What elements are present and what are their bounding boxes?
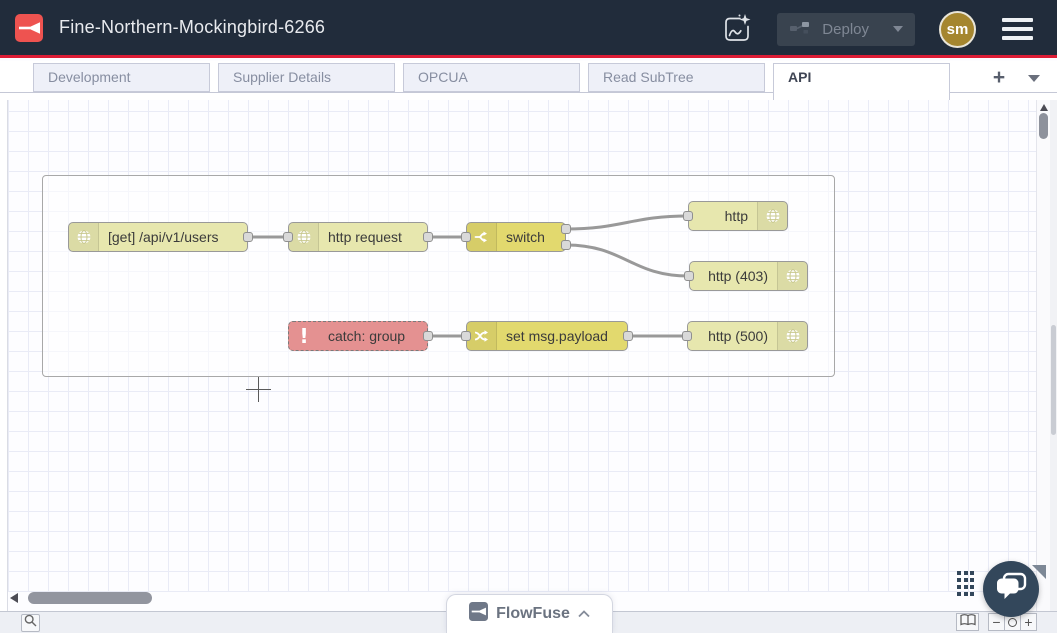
vertical-scrollbar[interactable] (1036, 100, 1050, 611)
zoom-in-button[interactable]: + (1020, 613, 1037, 631)
globe-icon (757, 202, 787, 230)
tab-read-subtree[interactable]: Read SubTree (588, 63, 765, 92)
node-label: http (403) (708, 268, 768, 284)
output-port[interactable] (561, 240, 571, 250)
deploy-button-label: Deploy (822, 20, 869, 38)
node-label: catch: group (328, 328, 406, 344)
map-icon (959, 613, 976, 631)
tabbar-baseline (0, 92, 1057, 93)
input-port[interactable] (461, 331, 471, 341)
scroll-up-icon[interactable] (1040, 104, 1048, 111)
chat-drag-handle[interactable] (957, 571, 974, 602)
flowfuse-logo-gray-icon (469, 602, 489, 626)
input-port[interactable] (283, 232, 293, 242)
fork-icon (467, 223, 497, 251)
flowfuse-pill-label: FlowFuse (496, 605, 570, 622)
search-button[interactable] (21, 614, 40, 632)
tab-supplier-details[interactable]: Supplier Details (218, 63, 395, 92)
chat-widget-button[interactable] (983, 561, 1039, 617)
output-port[interactable] (423, 331, 433, 341)
header-bar: Fine-Northern-Mockingbird-6266 (0, 0, 1057, 58)
tab-development[interactable]: Development (33, 63, 210, 92)
vertical-scrollbar-thumb[interactable] (1039, 113, 1048, 139)
navigator-button[interactable] (956, 613, 979, 631)
shuffle-icon (467, 322, 497, 350)
output-port[interactable] (623, 331, 633, 341)
instance-title: Fine-Northern-Mockingbird-6266 (59, 17, 326, 37)
node-label: http request (328, 229, 402, 245)
deploy-options-caret-icon[interactable] (893, 26, 903, 32)
node-http-403[interactable]: http (403) (689, 261, 808, 291)
browser-scrollbar-thumb[interactable] (1051, 325, 1056, 435)
user-avatar[interactable]: sm (939, 10, 976, 48)
horizontal-scrollbar-thumb[interactable] (28, 592, 152, 604)
globe-icon (69, 223, 99, 251)
exclamation-icon: ! (299, 324, 309, 348)
tab-api[interactable]: API (773, 63, 950, 100)
main-menu-icon[interactable] (1000, 14, 1035, 44)
node-catch[interactable]: ! catch: group (288, 321, 428, 351)
flowfuse-drawer-toggle[interactable]: FlowFuse (446, 594, 613, 633)
input-port[interactable] (461, 232, 471, 242)
add-flow-button[interactable]: + (992, 66, 1006, 89)
chat-bubble-icon (995, 572, 1027, 607)
flow-tabbar: Development Supplier Details OPCUA Read … (0, 61, 1057, 100)
node-label: [get] /api/v1/users (108, 229, 219, 245)
node-label: set msg.payload (506, 328, 608, 344)
chevron-up-icon (578, 605, 590, 623)
node-http-response[interactable]: http (688, 201, 788, 231)
node-http-in[interactable]: [get] /api/v1/users (68, 222, 248, 252)
globe-icon (289, 223, 319, 251)
output-port[interactable] (561, 224, 571, 234)
browser-scrollbar[interactable] (1050, 100, 1057, 633)
node-label: switch (506, 229, 545, 245)
input-port[interactable] (683, 211, 693, 221)
tab-opcua[interactable]: OPCUA (403, 63, 580, 92)
node-switch[interactable]: switch (466, 222, 566, 252)
node-label: http (724, 208, 748, 224)
assistant-icon[interactable] (721, 12, 753, 46)
zoom-reset-icon (1008, 617, 1017, 627)
input-port[interactable] (684, 271, 694, 281)
node-label: http (500) (708, 328, 768, 344)
deploy-flow-icon (790, 20, 812, 39)
palette-strip (0, 100, 8, 611)
globe-icon (777, 262, 807, 290)
node-change[interactable]: set msg.payload (466, 321, 628, 351)
flow-list-caret-icon[interactable] (1028, 75, 1040, 82)
node-http-500[interactable]: http (500) (687, 321, 808, 351)
flowfuse-logo-icon[interactable] (15, 13, 43, 42)
scroll-left-icon[interactable] (10, 593, 18, 603)
output-port[interactable] (423, 232, 433, 242)
deploy-button[interactable]: Deploy (777, 12, 915, 46)
search-icon (24, 614, 37, 632)
node-http-request[interactable]: http request (288, 222, 428, 252)
output-port[interactable] (243, 232, 253, 242)
input-port[interactable] (682, 331, 692, 341)
cursor-crosshair (258, 377, 259, 402)
globe-icon (777, 322, 807, 350)
